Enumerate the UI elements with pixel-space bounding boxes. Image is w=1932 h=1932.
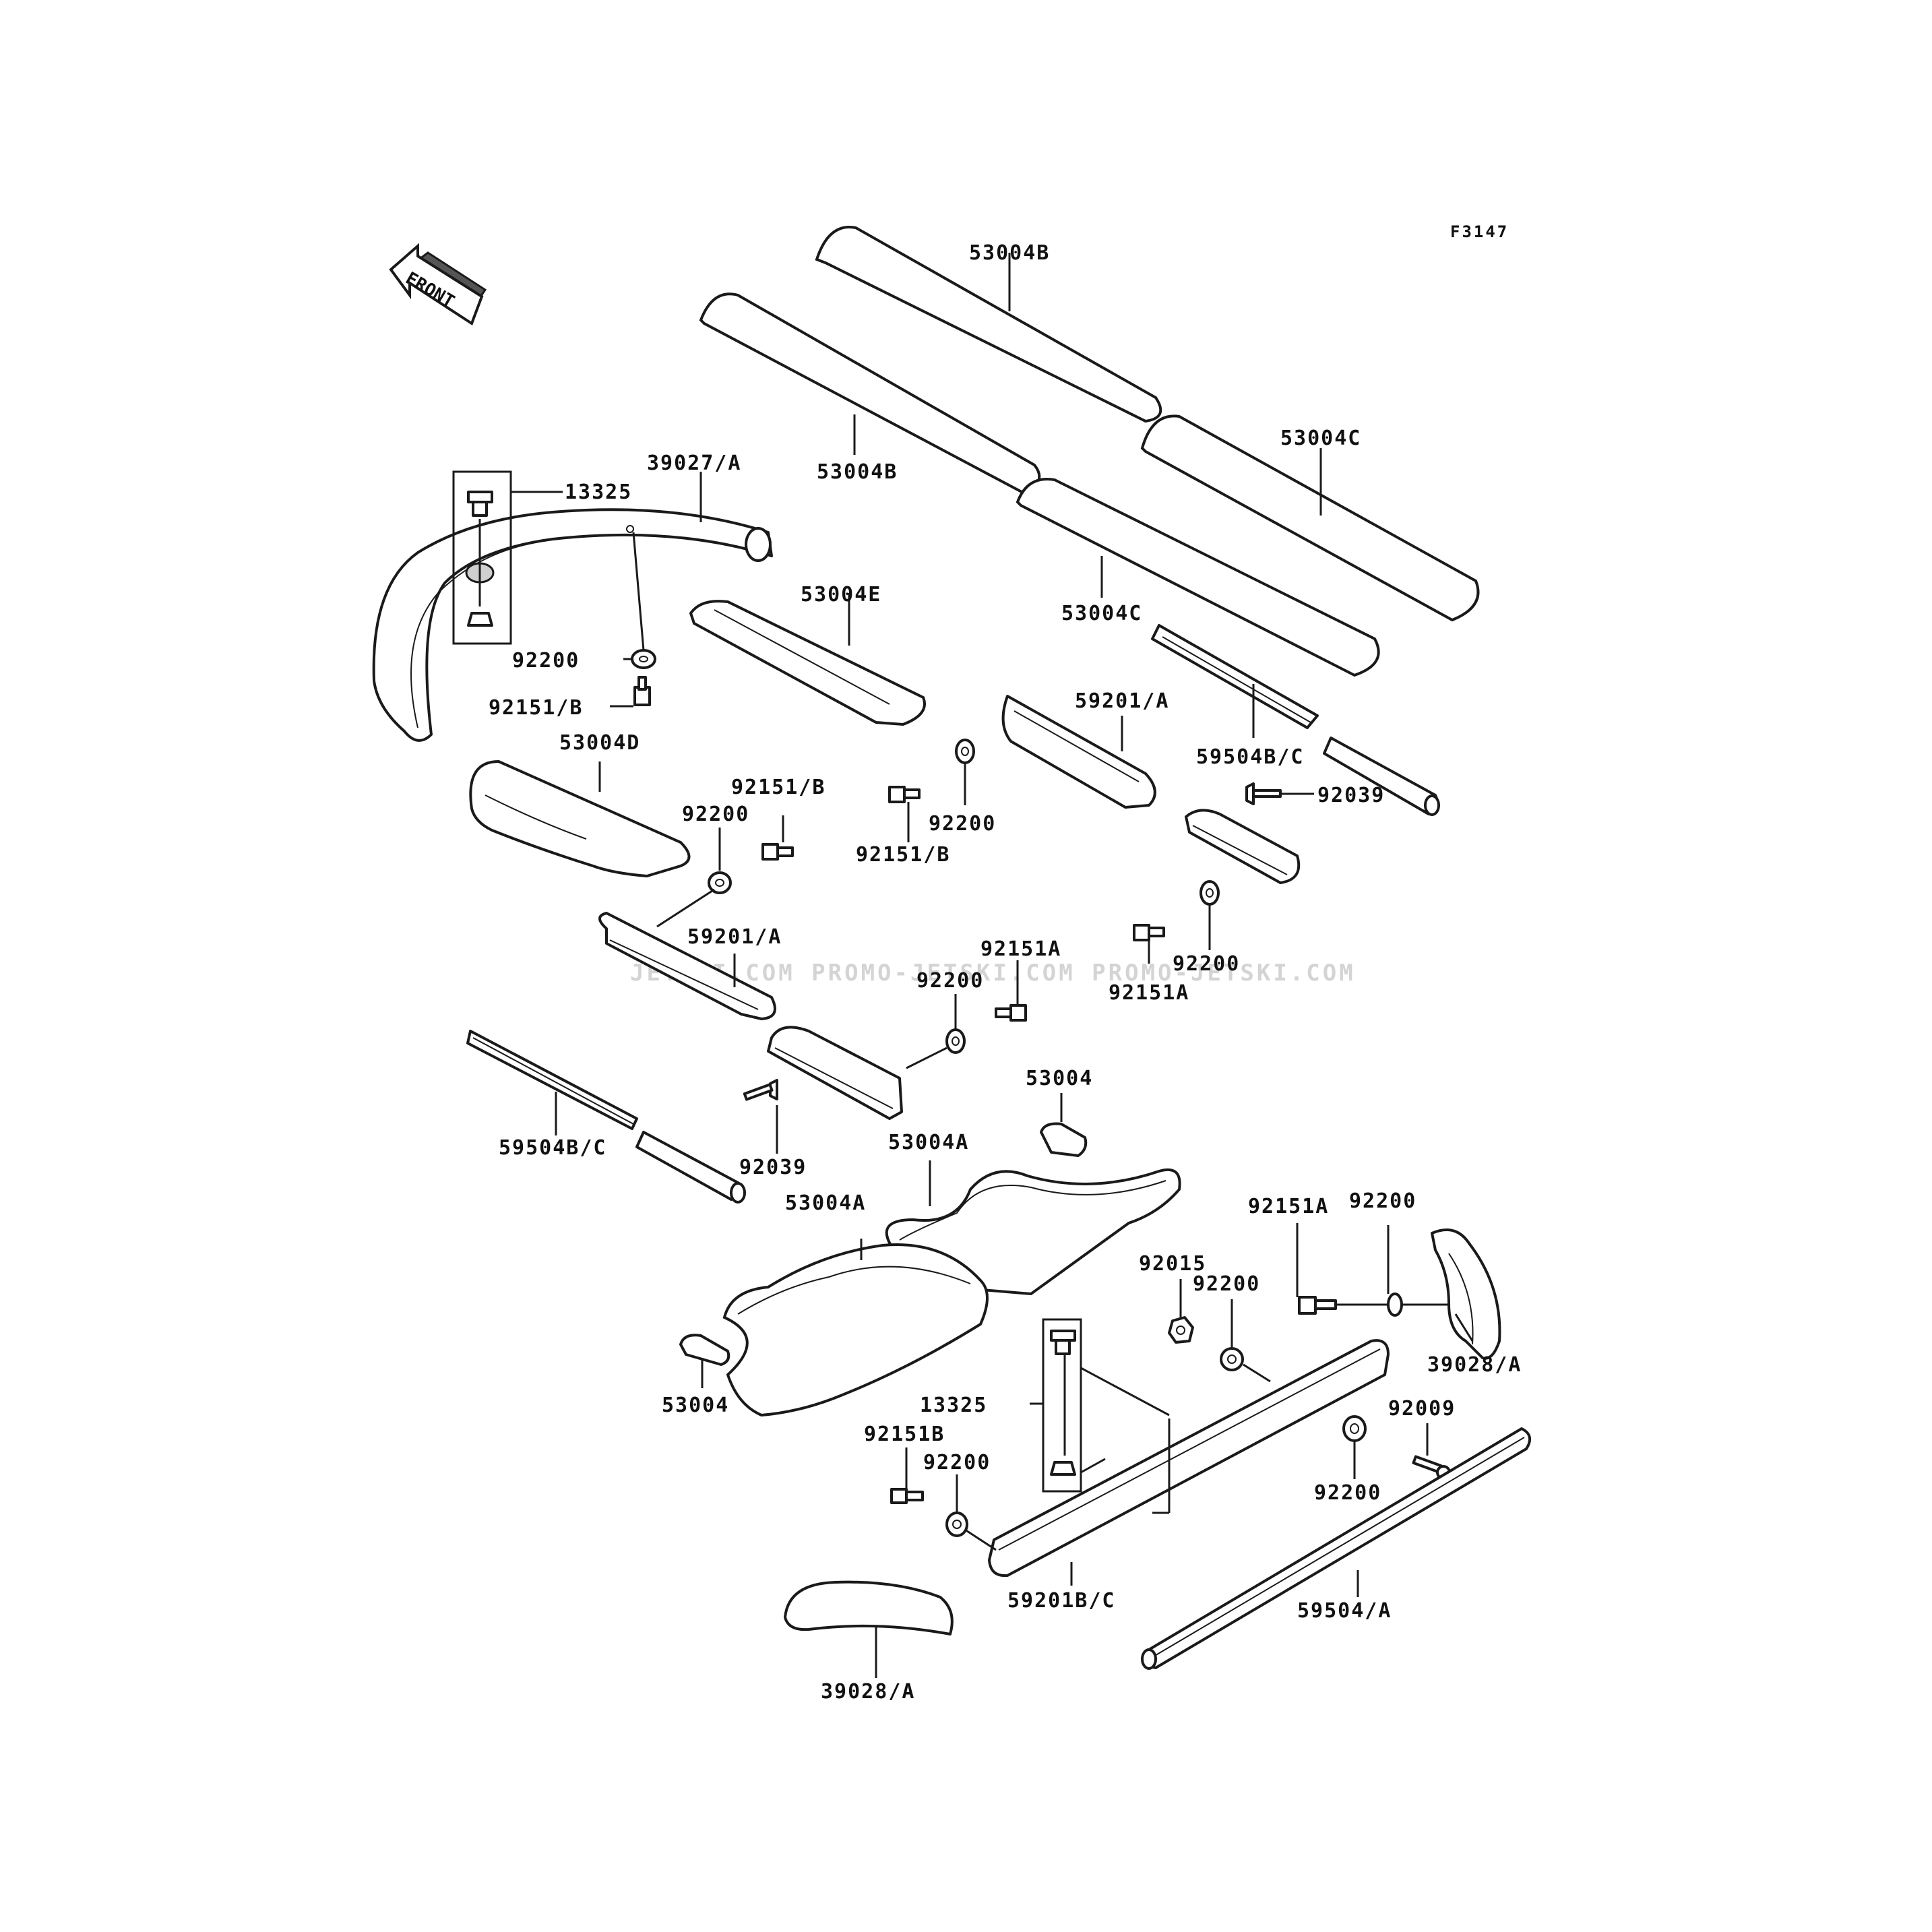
rivet-92039-lower <box>743 1079 778 1101</box>
mat-strip-53004C-upper <box>1140 414 1480 622</box>
watermark-text: JETSKI.COM PROMO-JETSKI.COM PROMO-JETSKI… <box>630 960 1356 987</box>
washer-92200-lower-right-top <box>1220 1347 1271 1383</box>
part-label: 39027/A <box>647 451 741 475</box>
part-label: 92200 <box>929 812 996 836</box>
mat-strip-53004B-upper <box>815 226 1162 423</box>
leader-lines <box>555 253 1474 1678</box>
washer-92200-lower-right-bottom <box>1342 1415 1367 1442</box>
part-label: 92039 <box>739 1156 807 1179</box>
bumper-39028A-right <box>1431 1228 1501 1360</box>
part-label: 92151B <box>864 1423 945 1446</box>
part-label: 92200 <box>1314 1481 1381 1505</box>
rail-59201A-upper <box>1001 695 1301 884</box>
part-label: 39028/A <box>821 1680 915 1704</box>
bumper-39028A-lower <box>784 1580 954 1635</box>
mat-pad-53004-lower <box>679 1334 730 1366</box>
part-label: 92151/B <box>856 843 950 867</box>
part-label: 53004 <box>1026 1067 1093 1090</box>
front-direction-arrow: FRONT <box>389 243 487 326</box>
part-label: 92151/B <box>731 776 825 799</box>
part-label: 53004C <box>1061 602 1142 625</box>
trim-59504A <box>1141 1427 1532 1670</box>
part-label: 92015 <box>1139 1252 1206 1276</box>
bolt-92151A-right <box>1298 1296 1388 1315</box>
trim-59504BC-upper <box>1151 624 1440 816</box>
part-label: 92039 <box>1317 784 1385 807</box>
bolt-92151A-middle <box>995 1004 1027 1022</box>
part-label: 53004E <box>801 583 881 606</box>
footwell-mat-53004A-lower <box>722 1243 989 1417</box>
washer-92200-left <box>656 871 732 928</box>
part-label: 92151/B <box>489 696 583 720</box>
washer-92200-middle <box>945 1028 966 1054</box>
washer-92200-upper-left <box>631 532 656 669</box>
bolt-92151B-left <box>761 843 794 861</box>
rail-59201A-lower <box>598 912 947 1120</box>
trim-59504BC-lower <box>466 1030 746 1204</box>
part-label: 59504/A <box>1297 1599 1392 1623</box>
part-label: 53004D <box>559 731 640 755</box>
part-label: 53004B <box>969 241 1050 265</box>
bolt-92151A-rail-right <box>1133 924 1165 941</box>
part-label: 59504B/C <box>499 1136 607 1160</box>
part-label: 53004A <box>785 1191 866 1215</box>
part-label: 39028/A <box>1427 1353 1522 1377</box>
part-label: 92009 <box>1388 1397 1456 1421</box>
part-label: 59504B/C <box>1196 745 1305 769</box>
mat-strip-53004C-lower <box>1016 478 1380 677</box>
part-label: 92151A <box>1248 1195 1329 1218</box>
washer-92200-right <box>1387 1292 1449 1317</box>
washer-92200-lower-left <box>945 1512 997 1551</box>
part-label: 92151A <box>980 937 1061 961</box>
mat-pad-53004-upper <box>1040 1122 1088 1157</box>
part-label: 53004 <box>662 1394 729 1417</box>
part-label: 53004B <box>817 460 898 484</box>
part-label: 92200 <box>916 969 984 993</box>
fastener-set-13325-upper <box>452 470 563 645</box>
mat-pad-53004E <box>689 600 926 726</box>
bumper-39027A <box>372 508 773 742</box>
rivet-92039-upper <box>1245 782 1282 805</box>
part-number-labels: 53004B 53004B 53004C 53004C 39027/A 1332… <box>489 241 1522 1704</box>
bolt-92151B-lower <box>890 1488 924 1504</box>
figure-code: F3147 <box>1450 222 1509 241</box>
part-label: 59201B/C <box>1007 1589 1116 1613</box>
washer-92200-rail-right <box>1199 880 1220 906</box>
mat-pad-53004D <box>469 759 691 878</box>
fastener-set-13325-lower <box>1038 1318 1170 1493</box>
part-label: 59201/A <box>1075 689 1169 713</box>
nut-92015 <box>1168 1316 1194 1344</box>
part-label: 92200 <box>1193 1272 1260 1296</box>
part-label: 92200 <box>923 1451 991 1474</box>
part-label: 92200 <box>1173 952 1240 976</box>
part-label: 13325 <box>920 1394 987 1417</box>
part-label: 13325 <box>565 480 632 504</box>
bolt-92151B-upper-left <box>633 676 651 706</box>
part-label: 92200 <box>682 803 749 826</box>
part-label: 92151A <box>1109 981 1189 1005</box>
part-label: 59201/A <box>687 925 782 949</box>
part-label: 92200 <box>1349 1189 1416 1213</box>
part-label: 53004C <box>1280 427 1361 450</box>
bolt-92151B-rail-upper <box>888 786 921 803</box>
part-label: 53004A <box>888 1131 969 1154</box>
part-label: 92200 <box>512 649 580 673</box>
rail-59201BC <box>988 1339 1390 1578</box>
washer-92200-rail-upper <box>955 739 975 764</box>
